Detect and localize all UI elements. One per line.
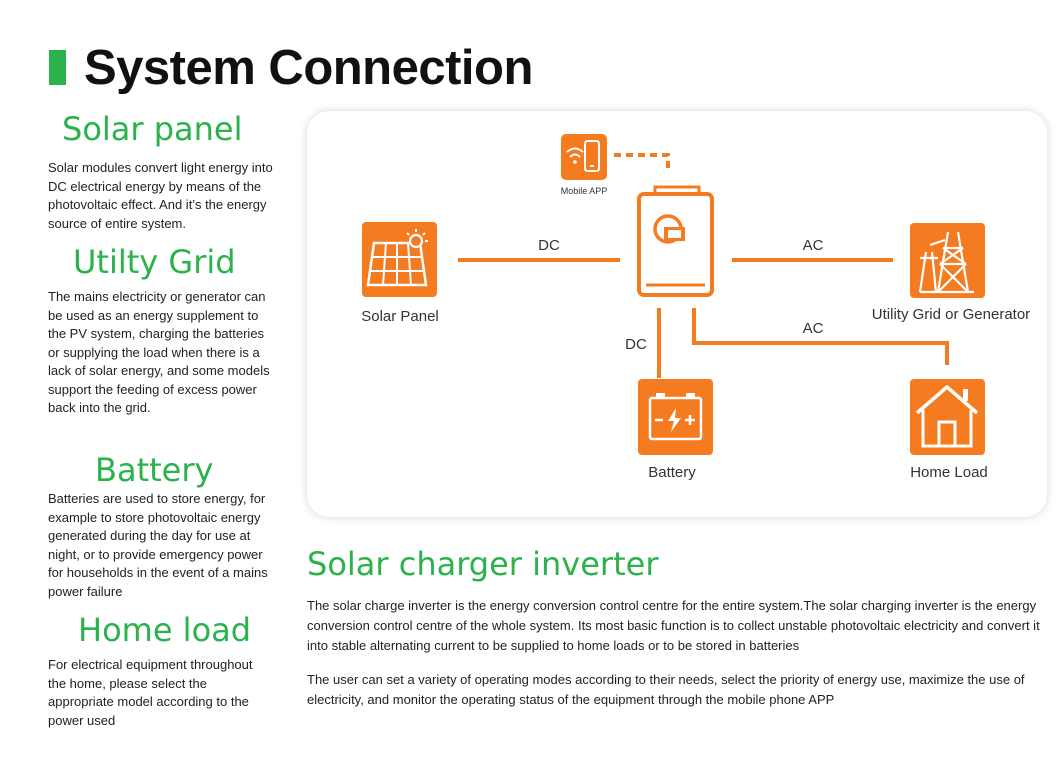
page-title: System Connection	[84, 41, 533, 95]
home-ac-line	[692, 308, 949, 365]
battery-heading: Battery	[95, 451, 214, 489]
solar-panel-description: Solar modules convert light energy into …	[48, 160, 273, 231]
inverter-heading: Solar charger inverter	[307, 545, 659, 583]
dc-label-solar: DC	[538, 237, 560, 254]
utility-grid-description: The mains electricity or generator can b…	[48, 289, 270, 415]
ac-label-home: AC	[803, 320, 824, 337]
title-accent-bar	[49, 50, 66, 85]
solar-panel-icon	[362, 222, 437, 297]
mobile-app-label: Mobile APP	[561, 186, 608, 196]
inverter-paragraph-1: The solar charge inverter is the energy …	[307, 598, 1040, 653]
battery-description: Batteries are used to store energy, for …	[48, 491, 268, 599]
inverter-paragraph-2: The user can set a variety of operating …	[307, 672, 1025, 707]
home-load-heading: Home load	[78, 611, 252, 649]
home-load-description: For electrical equipment throughout the …	[48, 657, 253, 728]
ac-label-grid: AC	[803, 237, 824, 254]
mobile-app-icon	[561, 134, 607, 180]
wireless-link-dashed	[614, 153, 670, 170]
inverter-icon	[637, 185, 714, 297]
solar-panel-heading: Solar panel	[62, 110, 243, 148]
house-icon	[910, 379, 985, 455]
utility-grid-label: Utility Grid or Generator	[872, 306, 1030, 323]
battery-label: Battery	[648, 464, 696, 481]
utility-grid-heading: Utilty Grid	[73, 243, 236, 281]
solar-panel-label: Solar Panel	[361, 308, 439, 325]
home-load-label: Home Load	[910, 464, 988, 481]
utility-tower-icon	[910, 223, 985, 298]
dc-label-battery: DC	[625, 336, 647, 353]
battery-icon	[638, 379, 713, 455]
